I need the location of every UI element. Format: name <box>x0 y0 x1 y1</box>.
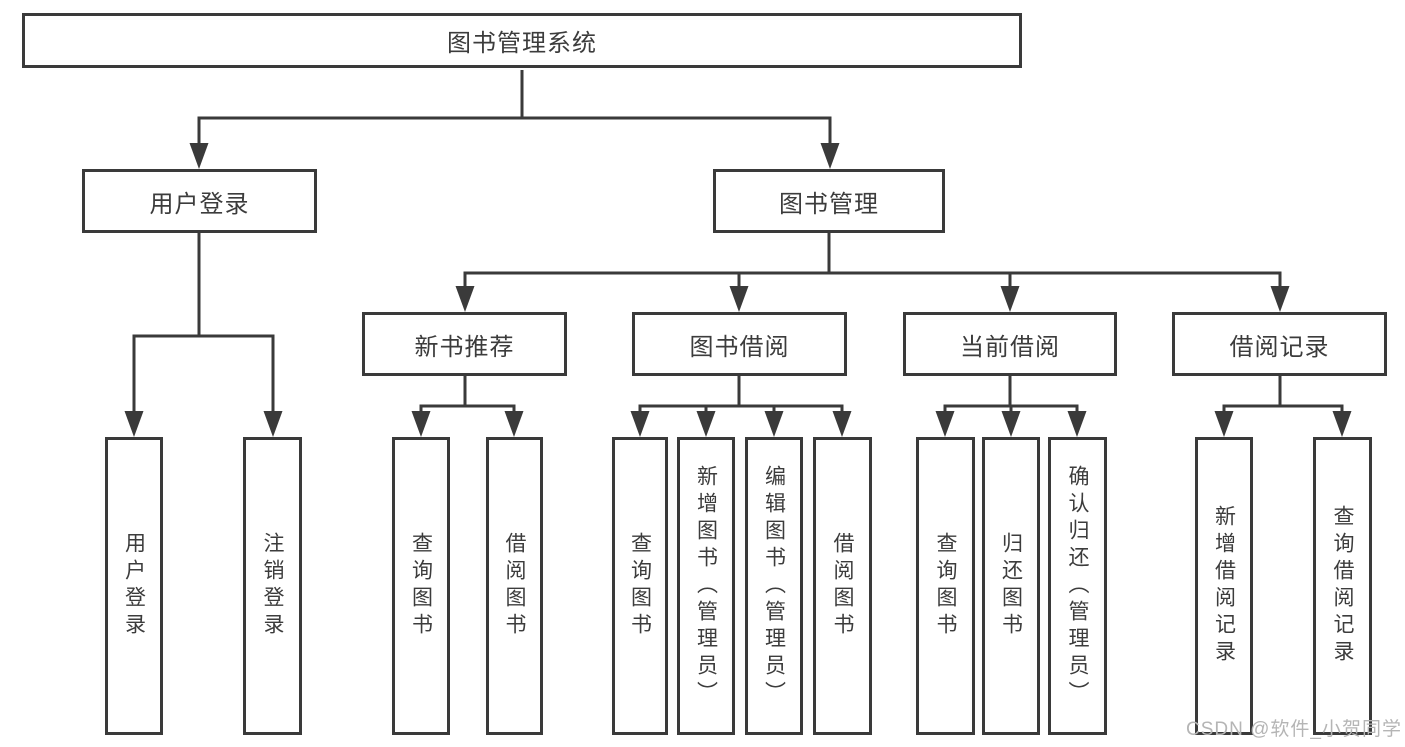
leaf-query-books-borrow: 查询图书 <box>612 437 668 735</box>
leaf-label: 查询借阅记录 <box>1331 505 1354 667</box>
leaf-label: 确认归还（管理员） <box>1066 464 1089 708</box>
watermark-text: CSDN @软件_小贺同学 <box>1186 719 1402 740</box>
leaf-label: 查询图书 <box>409 532 433 640</box>
leaf-borrow-books-recommend: 借阅图书 <box>486 437 543 735</box>
leaf-logout: 注销登录 <box>243 437 302 735</box>
leaf-label: 注销登录 <box>261 532 284 640</box>
node-label: 图书借阅 <box>689 333 790 361</box>
leaf-label: 用户登录 <box>122 532 146 640</box>
leaf-user-login: 用户登录 <box>105 437 163 735</box>
leaf-query-borrow-record: 查询借阅记录 <box>1313 437 1372 735</box>
leaf-label: 查询图书 <box>934 532 957 640</box>
leaf-edit-book-admin: 编辑图书（管理员） <box>745 437 803 735</box>
leaf-confirm-return-admin: 确认归还（管理员） <box>1048 437 1107 735</box>
node-user-login: 用户登录 <box>82 169 317 233</box>
node-label: 图书管理系统 <box>447 30 597 57</box>
leaf-borrow-books: 借阅图书 <box>813 437 872 735</box>
leaf-label: 编辑图书（管理员） <box>762 464 786 708</box>
node-book-borrowing: 图书借阅 <box>632 312 847 376</box>
node-label: 新书推荐 <box>414 333 515 361</box>
node-new-book-recommendation: 新书推荐 <box>362 312 567 376</box>
leaf-add-book-admin: 新增图书（管理员） <box>677 437 735 735</box>
node-label: 借阅记录 <box>1229 333 1330 361</box>
node-borrowing-records: 借阅记录 <box>1172 312 1387 376</box>
leaf-label: 借阅图书 <box>831 532 854 640</box>
leaf-label: 归还图书 <box>999 532 1023 640</box>
node-library-management-system: 图书管理系统 <box>22 13 1022 68</box>
leaf-query-books-current: 查询图书 <box>916 437 975 735</box>
leaf-return-book: 归还图书 <box>982 437 1040 735</box>
leaf-add-borrow-record: 新增借阅记录 <box>1195 437 1253 735</box>
node-label: 当前借阅 <box>960 333 1060 361</box>
leaf-label: 查询图书 <box>628 532 652 640</box>
node-book-management: 图书管理 <box>713 169 945 233</box>
leaf-query-books-recommend: 查询图书 <box>392 437 450 735</box>
node-current-borrowing: 当前借阅 <box>903 312 1117 376</box>
leaf-label: 新增借阅记录 <box>1212 505 1236 667</box>
leaf-label: 新增图书（管理员） <box>694 464 718 708</box>
node-label: 图书管理 <box>779 190 879 218</box>
leaf-label: 借阅图书 <box>503 532 526 640</box>
node-label: 用户登录 <box>149 190 250 218</box>
